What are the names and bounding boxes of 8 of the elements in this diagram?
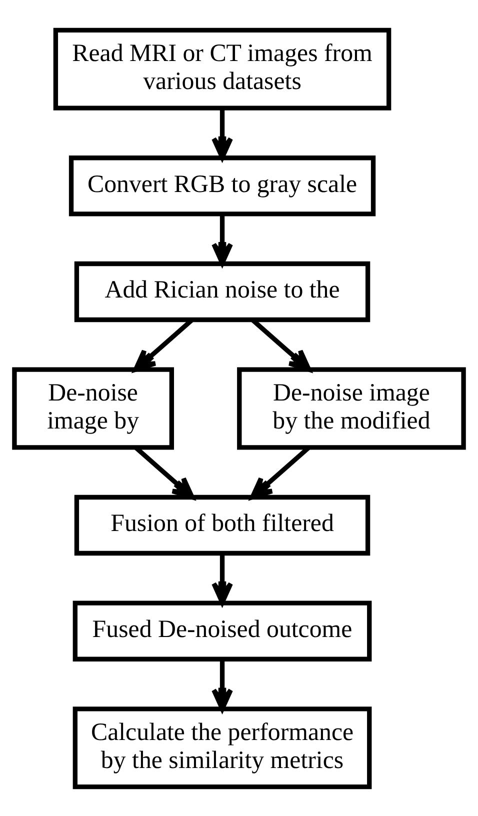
node-box: De-noise image by the modified <box>237 366 466 450</box>
node-box: Fused De-noised outcome <box>72 600 372 661</box>
node-box: Convert RGB to gray scale <box>68 155 376 216</box>
node-box: Fusion of both filtered <box>74 494 370 556</box>
node-box: De-noise image by <box>12 366 174 450</box>
node-box: Read MRI or CT images from various datasets <box>53 27 392 110</box>
node-box: Calculate the performance by the similarity metrics <box>72 706 372 789</box>
node-box: Add Rician noise to the <box>74 260 370 322</box>
